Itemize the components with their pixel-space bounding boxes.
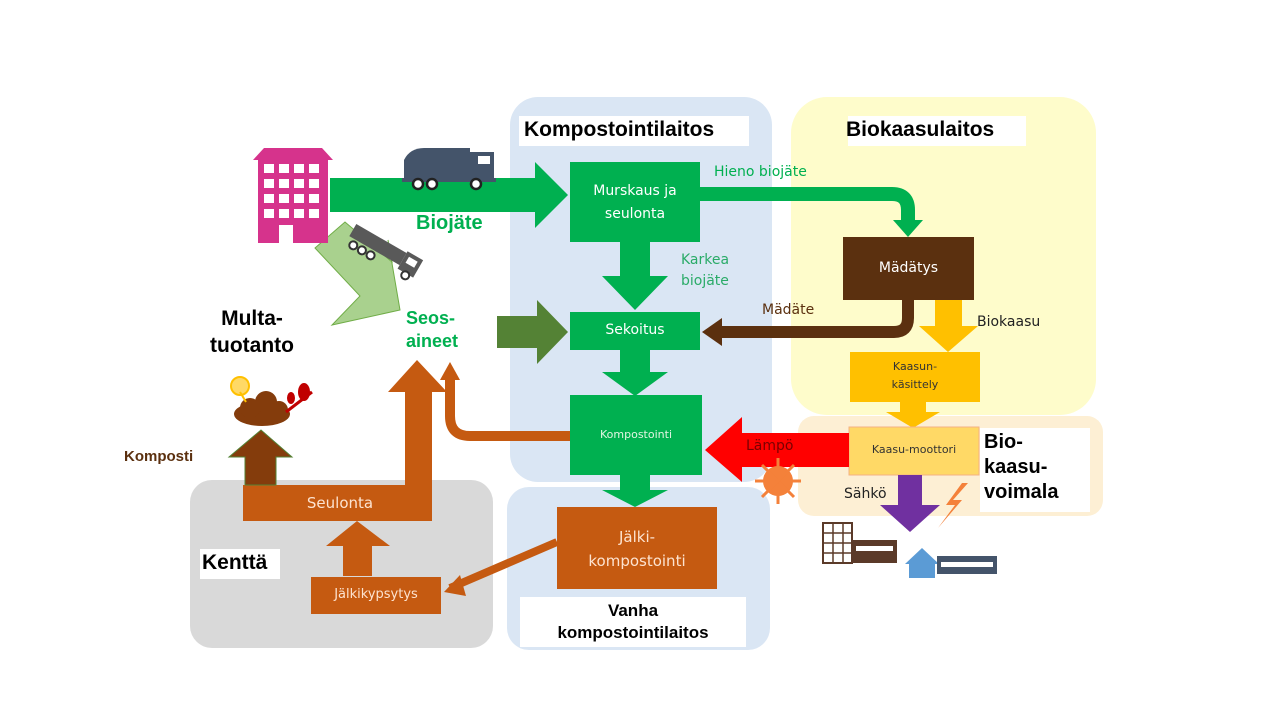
biogas-arrow <box>919 300 978 352</box>
biowaste-label: Biojäte <box>416 212 483 234</box>
biogas-plant-title: Biokaasulaitos <box>846 118 995 141</box>
heat-arrow <box>705 417 849 482</box>
office-building-icon <box>822 522 897 564</box>
gas-engine-box[interactable] <box>848 426 980 476</box>
mixing-label: Sekoitus <box>605 322 665 338</box>
maturation-up-arrow <box>326 521 390 576</box>
mixing-box[interactable] <box>570 312 700 350</box>
composting-to-post-arrow <box>602 475 668 507</box>
heat-label: Lämpö <box>746 438 794 454</box>
digestate-arrow <box>718 300 914 338</box>
screening-label: Seulonta <box>306 494 374 512</box>
screening-arrow <box>243 360 447 521</box>
fine-biowaste-arrow <box>700 187 915 222</box>
biogas-power-plant-title: Bio- kaasu- voimala <box>984 431 1059 503</box>
composting-label: Kompostointi <box>600 428 672 441</box>
old-composting-plant-title: Vanha kompostointilaitos <box>557 601 709 642</box>
crushing-screening-box[interactable] <box>570 162 700 242</box>
composting-box[interactable] <box>570 395 702 475</box>
compost-label: Komposti <box>124 448 194 465</box>
soil-production-title: Multa- tuotanto <box>210 307 294 357</box>
post-maturation-label: Jälkikypsytys <box>334 587 418 602</box>
compost-arrow <box>227 429 294 486</box>
additives-inflow-arrow <box>314 221 401 326</box>
post-composting-label: Jälki- kompostointi <box>588 528 686 570</box>
dump-truck-icon <box>348 224 424 281</box>
additives-arrow <box>497 300 568 364</box>
post-composting-to-maturation-arrow <box>444 575 466 596</box>
electricity-label: Sähkö <box>844 486 887 502</box>
flower-soil-icon <box>230 376 313 426</box>
biogas-label: Biokaasu <box>977 314 1041 330</box>
sun-icon <box>755 458 801 504</box>
gas-treatment-box[interactable] <box>850 352 980 402</box>
biowaste-arrow <box>330 162 568 228</box>
houses-icon <box>905 548 997 578</box>
apartment-building-icon <box>253 148 333 243</box>
composting-recirculation-arrow <box>445 378 570 441</box>
mixing-to-composting-arrow <box>602 350 668 396</box>
coarse-biowaste-label: Karkea biojäte <box>681 252 730 289</box>
electricity-arrow <box>880 475 940 532</box>
gas-treatment-label: Kaasun- käsittely <box>891 360 939 391</box>
fine-biowaste-label: Hieno biojäte <box>714 164 807 180</box>
crushing-screening-label: Murskaus ja seulonta <box>593 183 677 222</box>
coarse-biowaste-arrow <box>602 242 668 310</box>
post-composting-box[interactable] <box>557 507 717 589</box>
digestion-label: Mädätys <box>878 260 939 276</box>
post-maturation-box[interactable] <box>311 577 441 614</box>
additives-label: Seos- aineet <box>406 308 459 351</box>
gas-engine-label: Kaasu-moottori <box>871 443 957 456</box>
digestion-box[interactable] <box>843 237 974 300</box>
field-title: Kenttä <box>202 551 268 574</box>
composting-plant-title: Kompostointilaitos <box>524 118 715 141</box>
digestate-label: Mädäte <box>762 302 815 318</box>
garbage-truck-icon <box>402 148 496 191</box>
